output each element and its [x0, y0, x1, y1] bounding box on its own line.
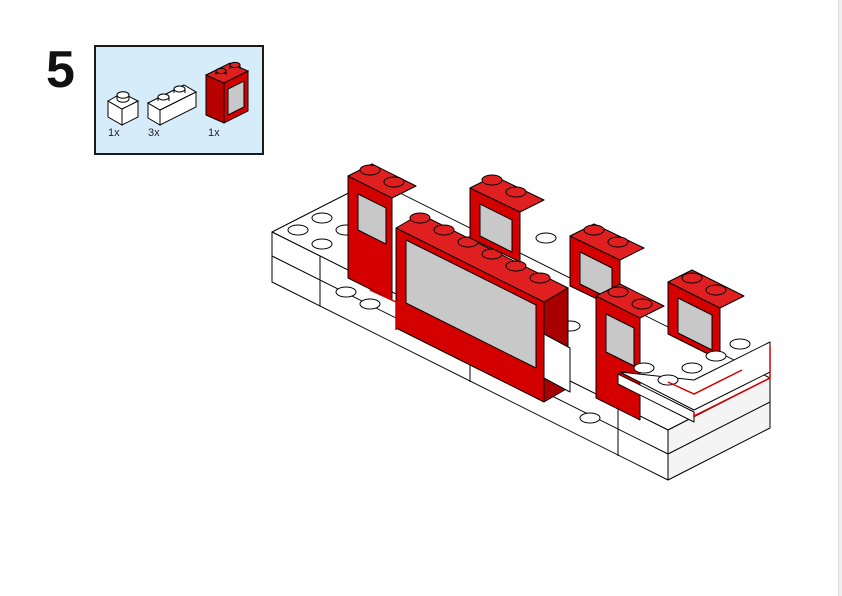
white-brick-front: [543, 333, 571, 393]
white-brick-front: [617, 373, 695, 423]
step-number: 5: [46, 41, 75, 99]
left-window-glass: [357, 193, 387, 245]
right-window-glass: [677, 297, 713, 351]
white-1x1-brick-icon: [106, 91, 140, 126]
red-window-frame-icon: [204, 61, 250, 124]
part-quantity: 1x: [108, 127, 120, 139]
part-quantity: 1x: [208, 127, 220, 139]
white-1x2-brick-icon: [146, 84, 198, 126]
large-window-glass: [405, 239, 537, 369]
back-window-glass: [479, 203, 513, 253]
door-frame-glass: [605, 313, 635, 367]
page-edge: [838, 0, 842, 596]
parts-list-callout: 1x 3x 1x: [94, 45, 264, 155]
part-quantity: 3x: [148, 127, 160, 139]
